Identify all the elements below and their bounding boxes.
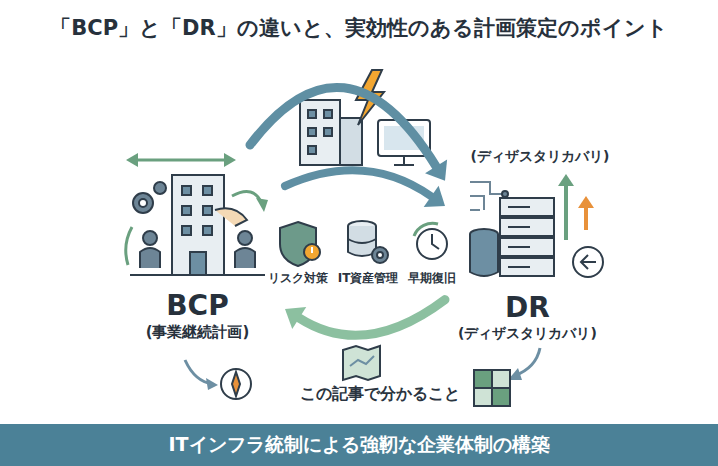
bcp-illustration	[133, 193, 153, 213]
puzzle-icon	[474, 388, 492, 406]
arrow-head	[285, 307, 306, 329]
bcp-illustration	[182, 206, 191, 215]
bcp-illustration	[130, 274, 265, 276]
dr-illustration	[500, 238, 554, 256]
bcp-illustration	[182, 186, 191, 195]
flow-arrow	[285, 170, 445, 207]
disaster-illustration	[308, 146, 316, 154]
bcp-illustration	[203, 206, 212, 215]
flow-curve	[250, 87, 436, 166]
risk-shield-icon	[311, 247, 313, 253]
disaster-illustration	[403, 156, 405, 164]
node-subtitle: (ディザスタリカバリ)	[458, 325, 597, 343]
flow-curve	[285, 170, 431, 196]
arrow-head	[425, 160, 447, 181]
bcp-illustration	[139, 199, 147, 207]
bcp-illustration	[172, 175, 224, 275]
bcp-illustration	[143, 231, 157, 245]
dr-illustration	[581, 255, 596, 269]
icon-label: IT資産管理	[338, 270, 399, 287]
puzzle-icon	[492, 388, 510, 406]
database-gear-icon	[348, 221, 388, 263]
bcp-illustration	[215, 208, 247, 226]
dr-illustration	[470, 174, 603, 277]
disaster-illustration	[300, 70, 430, 165]
puzzle-icon	[474, 370, 492, 388]
map-icon	[343, 346, 380, 380]
bcp-illustration	[203, 186, 212, 195]
disaster-illustration	[394, 164, 414, 166]
dr-illustration	[564, 182, 568, 240]
flow-arrow	[285, 300, 445, 336]
dr-illustration	[508, 246, 530, 248]
diagram-title: 「BCP」と「DR」の違いと、実効性のある計画策定のポイント	[0, 14, 718, 42]
clock-icon	[414, 223, 447, 259]
dr-illustration	[502, 191, 508, 197]
dr-illustration	[508, 206, 530, 208]
subtitle-label: (ディザスタリカバリ)	[471, 148, 610, 166]
node-heading: BCP	[166, 288, 228, 323]
bcp-illustration	[126, 153, 268, 275]
bcp-illustration	[154, 182, 166, 194]
bcp-illustration	[238, 231, 252, 245]
arrow-head	[424, 186, 445, 207]
clock-icon	[417, 229, 447, 259]
risk-shield-icon	[280, 222, 320, 266]
bcp-illustration	[140, 248, 160, 268]
compass-icon	[185, 360, 251, 399]
bcp-illustration	[190, 252, 206, 275]
puzzle-icon	[492, 370, 510, 388]
bcp-group: BCP(事業継続計画)	[110, 145, 285, 350]
compass-icon	[221, 369, 251, 399]
disaster-illustration	[308, 110, 316, 118]
compass-icon	[232, 372, 240, 396]
bcp-illustration	[182, 226, 191, 235]
icon-label: リスク対策	[268, 270, 328, 287]
puzzle-icon	[474, 348, 540, 406]
dr-illustration	[578, 196, 594, 208]
bcp-illustration	[203, 226, 212, 235]
disaster-illustration	[308, 128, 316, 136]
disaster-illustration	[324, 128, 332, 136]
node-heading: ITインフラ統制による強靭な企業体制の構築	[168, 433, 549, 457]
dr-illustration	[500, 198, 554, 216]
compass-icon	[206, 378, 218, 390]
caption-label: この記事で分かること	[300, 384, 460, 405]
clock-icon	[414, 223, 438, 236]
bcp-illustration	[235, 248, 255, 268]
icon-label: 早期復旧	[408, 270, 456, 287]
dr-illustration	[500, 218, 554, 236]
node-subtitle: (事業継続計画)	[146, 323, 250, 342]
bcp-illustration	[126, 153, 138, 167]
bcp-illustration	[224, 153, 236, 167]
dr-illustration	[508, 266, 530, 268]
dr-group: DR(ディザスタリカバリ)	[445, 170, 610, 350]
footer-band: ITインフラ統制による強靭な企業体制の構築	[0, 424, 718, 466]
map-icon	[350, 356, 374, 366]
dr-illustration	[500, 258, 554, 276]
node-heading: DR	[505, 290, 550, 325]
database-gear-icon	[348, 239, 376, 243]
bcp-illustration	[130, 159, 232, 162]
flow-curve	[299, 300, 445, 336]
dr-illustration	[573, 247, 603, 277]
database-gear-icon	[377, 252, 383, 258]
map-icon	[343, 346, 380, 380]
dr-illustration	[558, 174, 574, 186]
dr-illustration	[470, 182, 504, 210]
disaster-illustration	[324, 110, 332, 118]
bcp-illustration	[256, 198, 268, 212]
dr-illustration	[470, 234, 498, 276]
bcp-illustration	[232, 192, 262, 205]
clock-icon	[432, 234, 439, 249]
database-gear-icon	[372, 247, 388, 263]
risk-shield-icon	[304, 244, 320, 260]
disaster-illustration	[300, 100, 340, 165]
bcp-illustration	[126, 227, 132, 265]
dr-illustration	[508, 226, 530, 228]
